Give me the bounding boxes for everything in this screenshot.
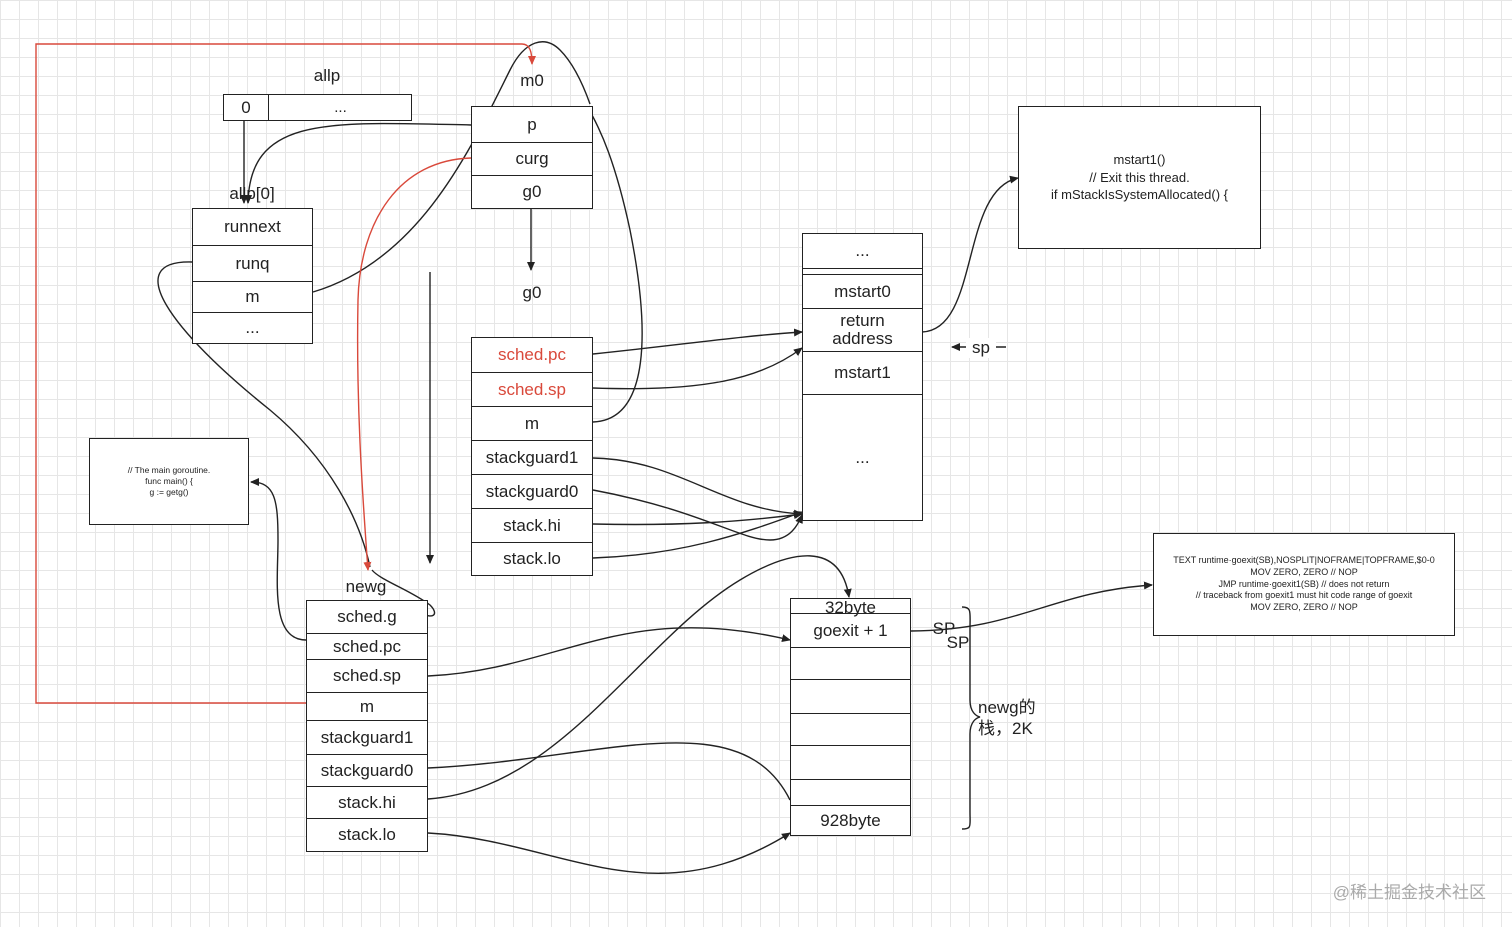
runq-to-newg-curve bbox=[157, 261, 371, 568]
m0-curg-to-newg-red-line bbox=[356, 157, 472, 571]
p-m-to-m0-curve bbox=[312, 41, 591, 293]
newg-stackhi-arrow bbox=[427, 555, 852, 800]
stack-brace bbox=[961, 606, 981, 830]
newg-title: newg bbox=[345, 577, 387, 596]
newg-stack-slot-3 bbox=[791, 713, 910, 745]
newg-m-to-m0-red-line bbox=[35, 43, 536, 704]
allp-slot-rest: ... bbox=[334, 99, 347, 116]
m0-g0: g0 bbox=[472, 175, 592, 208]
sp-label-lower: SP bbox=[946, 633, 970, 652]
goexit-code-note: TEXT runtime·goexit(SB),NOSPLIT|NOFRAME|… bbox=[1153, 533, 1455, 636]
g0-sched-pc: sched.pc bbox=[497, 345, 567, 365]
g0-schedpc-arrow bbox=[592, 328, 803, 355]
main-goroutine-code-note: // The main goroutine. func main() { g :… bbox=[89, 438, 249, 525]
allp-title: allp bbox=[313, 66, 341, 85]
newg-stackguard0: stackguard0 bbox=[307, 754, 427, 786]
g0-stacklo-arrow bbox=[592, 511, 803, 559]
allp0-title: allp[0] bbox=[229, 184, 275, 203]
g0-stack-rest: ... bbox=[803, 394, 922, 520]
g0-stack-mstart0: mstart0 bbox=[803, 274, 922, 308]
g0-stackguard0-arrow bbox=[592, 489, 803, 541]
m0-p-to-allp0-arrow bbox=[244, 122, 472, 204]
allp0-struct: runnext runq m ... bbox=[192, 208, 313, 344]
newg-stack-lo: stack.lo bbox=[307, 818, 427, 851]
newg-sched-sp: sched.sp bbox=[307, 659, 427, 692]
allp0-runnext: runnext bbox=[224, 217, 281, 237]
newg-stack-goexit: goexit + 1 bbox=[791, 613, 910, 647]
allp0-m: m bbox=[193, 281, 312, 312]
newg-stackguard1: stackguard1 bbox=[307, 720, 427, 754]
goexit-to-note-arrow bbox=[910, 581, 1153, 632]
newg-stack-slot-4 bbox=[791, 745, 910, 779]
allp-array: 0 ... bbox=[223, 94, 412, 121]
allp0-more: ... bbox=[193, 312, 312, 343]
g0-stackguard1: stackguard1 bbox=[472, 440, 592, 474]
sched-g-loop bbox=[371, 569, 436, 617]
mstart1-code-note: mstart1() // Exit this thread. if mStack… bbox=[1018, 106, 1261, 249]
g0-stack-lo: stack.lo bbox=[472, 542, 592, 575]
newg-sched-pc: sched.pc bbox=[307, 633, 427, 659]
schedg-to-main-note-arrow bbox=[250, 478, 307, 641]
newg-m: m bbox=[307, 692, 427, 720]
newg-stack-slot-1 bbox=[791, 647, 910, 679]
g0-sched-sp: sched.sp bbox=[472, 372, 592, 406]
m0-title: m0 bbox=[520, 71, 544, 90]
sp-label-upper: SP bbox=[932, 619, 956, 638]
newg-schedsp-arrow bbox=[427, 627, 791, 677]
g0-stack-return-address: return address bbox=[803, 308, 922, 351]
newg-stack-hi: stack.hi bbox=[307, 786, 427, 818]
newg-sched-g: sched.g bbox=[337, 607, 397, 627]
newg-stack-928byte: 928byte bbox=[791, 805, 910, 835]
newg-stackguard0-arrow bbox=[427, 742, 791, 801]
retaddr-to-mstart-note-arrow bbox=[921, 175, 1019, 333]
allp0-runq: runq bbox=[193, 245, 312, 281]
g0-stackguard0: stackguard0 bbox=[472, 474, 592, 508]
newg-stacklo-arrow bbox=[427, 832, 791, 874]
g0-schedsp-arrow bbox=[592, 347, 803, 390]
newg-stack: 32byte goexit + 1 928byte bbox=[790, 598, 911, 836]
g0-struct: sched.pc sched.sp m stackguard1 stackgua… bbox=[471, 337, 593, 576]
newg-stack-size-label: newg的 栈，2K bbox=[978, 698, 1036, 739]
m0-struct: p curg g0 bbox=[471, 106, 593, 209]
newg-struct: sched.g sched.pc sched.sp m stackguard1 … bbox=[306, 600, 428, 852]
g0-stackguard1-arrow bbox=[592, 457, 803, 518]
g0-title: g0 bbox=[522, 283, 542, 302]
g0-m-to-m0-curve bbox=[591, 114, 643, 423]
g0-stackhi-arrow bbox=[592, 511, 803, 526]
newg-stack-slot-5 bbox=[791, 779, 910, 805]
m0-p: p bbox=[527, 114, 537, 134]
g0-stack-hi: stack.hi bbox=[472, 508, 592, 542]
newg-stack-32byte: 32byte bbox=[824, 598, 877, 618]
newg-stack-slot-2 bbox=[791, 679, 910, 713]
g0-stack-top: ... bbox=[803, 234, 922, 269]
sp-label: sp bbox=[966, 338, 996, 358]
g0-stack-mstart1: mstart1 bbox=[803, 351, 922, 394]
g0-stack: ... mstart0 return address mstart1 ... bbox=[802, 233, 923, 521]
watermark: @稀土掘金技术社区 bbox=[1332, 883, 1486, 902]
g0-m: m bbox=[472, 406, 592, 440]
m0-curg: curg bbox=[472, 142, 592, 175]
allp-slot-0: 0 bbox=[224, 95, 269, 120]
